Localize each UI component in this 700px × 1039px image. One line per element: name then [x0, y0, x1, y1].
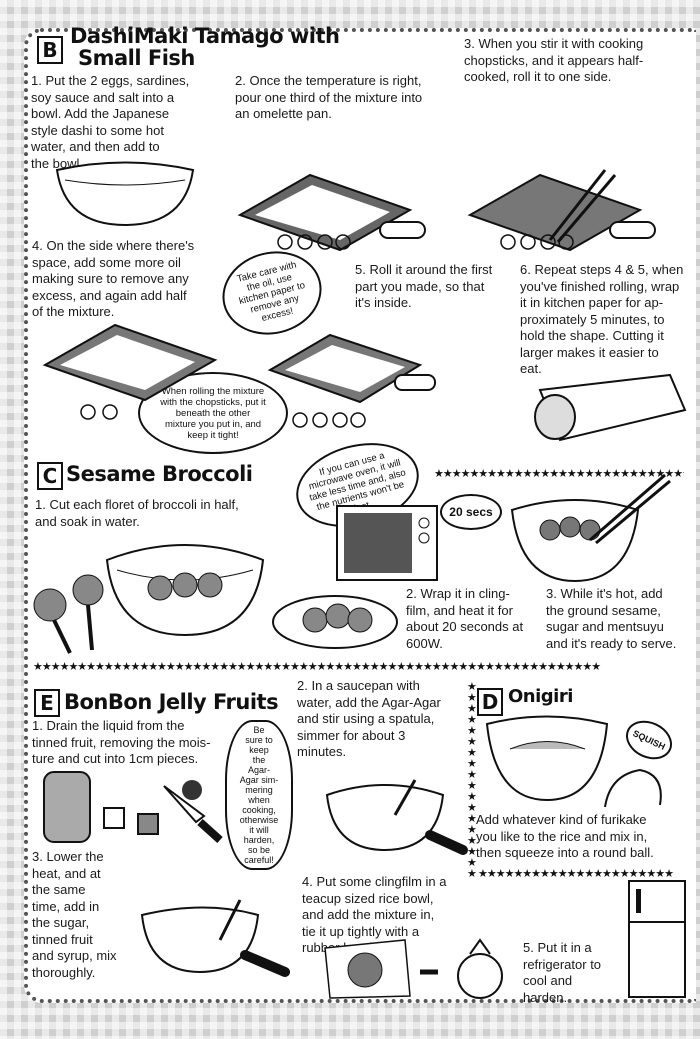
step-e5: 5. Put it in a refrigerator to cool and …: [523, 940, 602, 1005]
fruit-can-icon: [43, 771, 202, 843]
refrigerator-icon: [628, 880, 686, 998]
flame-icons: [80, 404, 366, 428]
omelette-pan-icon: [42, 323, 218, 402]
star-divider: ★★★★★★★★★★★★★★★★★★★★★★★★★★★★★: [434, 468, 684, 480]
section-c-label: C: [37, 462, 63, 490]
bubble-20-secs: 20 secs: [440, 494, 502, 530]
section-b-title-line1: DashiMaki Tamago with: [70, 24, 340, 48]
step-c2: 2. Wrap it in cling- film, and heat it f…: [406, 586, 524, 651]
step-b3: 3. When you stir it with cooking chopsti…: [464, 36, 644, 84]
saucepan-icon: [325, 779, 468, 855]
microwave-icon: [336, 505, 438, 581]
star-divider: ★★★★★★★★★★★★★★★★★★★★★★: [478, 868, 674, 880]
step-b4: 4. On the side where there's space, add …: [32, 238, 195, 319]
broccoli-bowl-illustration: [105, 544, 265, 637]
section-b-label: B: [37, 36, 63, 64]
step-e1: 1. Drain the liquid from the tinned frui…: [32, 718, 211, 766]
sesame-bowl-illustration: [510, 473, 671, 583]
section-d-title: Onigiri: [508, 686, 573, 707]
section-c-title: Sesame Broccoli: [66, 462, 253, 486]
step-d: Add whatever kind of furikake you like t…: [476, 812, 654, 860]
step-c3: 3. While it's hot, add the ground sesame…: [546, 586, 677, 651]
step-b5: 5. Roll it around the first part you mad…: [355, 262, 493, 310]
section-e-title: BonBon Jelly Fruits: [64, 690, 279, 714]
bubble-agar-tip: Be sure to keep the Agar- Agar sim- meri…: [225, 720, 293, 870]
bubble-rolling-tip: When rolling the mixture with the chopst…: [138, 372, 288, 454]
wrapped-jelly-icon: [324, 938, 503, 999]
hands-shaping-icon: [604, 768, 662, 808]
star-divider: ★★★★★★★★★★★★★★★★★★★★★★★★★★★★★★★★★★★★★★★★…: [33, 661, 601, 673]
bowl-illustration: [55, 161, 195, 227]
step-e3: 3. Lower the heat, and at the same time,…: [32, 849, 117, 980]
flame-icons: [277, 234, 574, 250]
section-d-label: D: [477, 688, 503, 716]
section-e-label: E: [34, 689, 60, 717]
knife-icon: [163, 785, 223, 843]
star-divider-vertical: ★★★★★★★★★★★★★★★★★★: [467, 682, 477, 880]
rolled-omelette-icon: [534, 373, 687, 442]
step-e2: 2. In a saucepan with water, add the Aga…: [297, 678, 441, 759]
step-b2: 2. Once the temperature is right, pour o…: [235, 73, 423, 121]
step-b1: 1. Put the 2 eggs, sardines, soy sauce a…: [31, 73, 190, 171]
saucepan-icon: [140, 899, 290, 977]
section-b-title-line2: Small Fish: [78, 46, 195, 70]
step-b6: 6. Repeat steps 4 & 5, when you've finis…: [520, 262, 684, 376]
step-c1: 1. Cut each floret of broccoli in half, …: [35, 497, 239, 529]
broccoli-plate-icon: [272, 595, 398, 649]
omelette-pan-icon: [267, 333, 436, 404]
omelette-pan-icon: [467, 169, 656, 252]
broccoli-icon: [33, 574, 104, 654]
omelette-pan-icon: [237, 173, 426, 252]
rice-bowl-illustration: [485, 715, 609, 802]
